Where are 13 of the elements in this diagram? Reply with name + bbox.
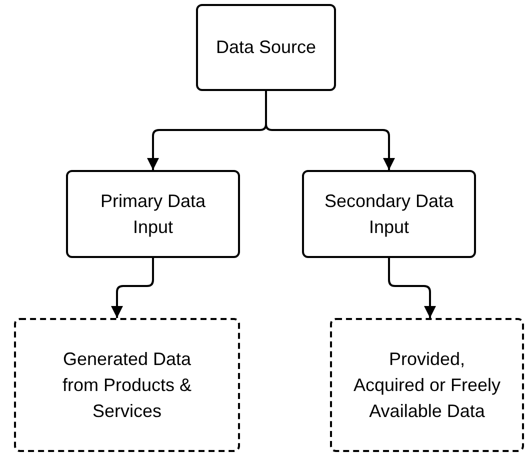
dashed-box xyxy=(330,318,524,452)
node-label: Generated Data from Products & Services xyxy=(61,348,193,424)
connector-arrow xyxy=(265,91,395,170)
node-label: Secondary Data Input xyxy=(323,190,455,239)
node-label: Provided, Acquired or Freely Available Data xyxy=(352,348,502,424)
process-box xyxy=(302,170,476,258)
connector-arrow xyxy=(111,258,154,318)
process-box xyxy=(196,4,336,91)
process-box xyxy=(66,170,240,258)
node-label: Primary Data Input xyxy=(99,190,207,239)
dashed-box xyxy=(14,318,240,452)
node-label: Data Source xyxy=(216,36,316,60)
connector-arrow xyxy=(388,258,436,318)
